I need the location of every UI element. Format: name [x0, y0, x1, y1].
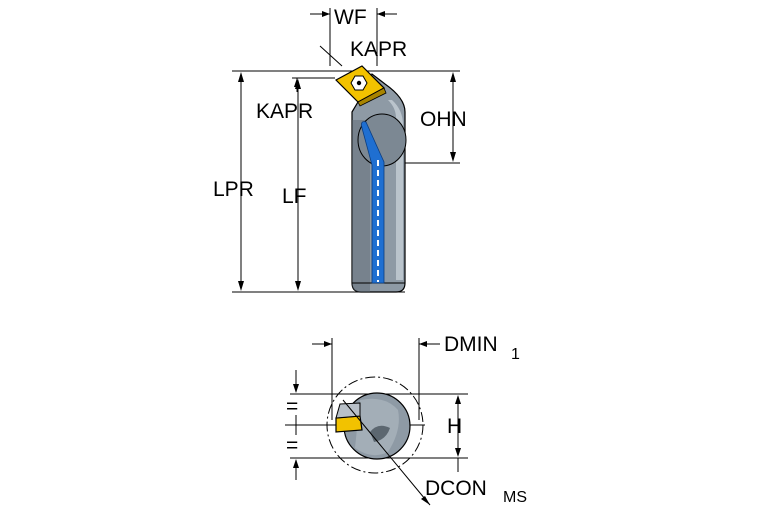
- lf-arrow-bottom: [295, 281, 301, 291]
- ohn-arrow-bottom: [450, 152, 456, 162]
- insert-seat-end-view: [335, 402, 361, 419]
- dmin-label: DMIN: [444, 333, 498, 356]
- wf-arrow-right: [377, 11, 385, 17]
- eq-upper-label: =: [286, 395, 298, 418]
- h-label: H: [447, 415, 462, 438]
- kapr-side-label: KAPR: [256, 100, 313, 123]
- kapr-top-label: KAPR: [350, 38, 407, 61]
- ohn-arrow-top: [450, 72, 456, 82]
- dcon-label: DCON: [425, 477, 487, 500]
- end-view: DMIN 1 H DCON MS = =: [285, 333, 527, 506]
- cutting-insert-edge: [357, 87, 387, 107]
- dmin-arrow-right: [419, 341, 427, 347]
- eq-lower-label: =: [286, 434, 298, 457]
- boring-bar-shading: [352, 120, 370, 292]
- kapr-side-arrow: [294, 78, 300, 87]
- dmin-arrow-left: [324, 341, 332, 347]
- lpr-label: LPR: [213, 178, 254, 201]
- ohn-label: OHN: [420, 108, 467, 131]
- h-arrow-bottom: [455, 448, 461, 457]
- lf-label: LF: [282, 185, 307, 208]
- dmin-subscript: 1: [511, 346, 520, 363]
- dcon-subscript: MS: [503, 489, 527, 506]
- wf-arrow-left: [322, 11, 330, 17]
- h-arrow-top: [455, 395, 461, 404]
- dcon-arrow: [421, 496, 430, 505]
- kapr-top-leader: [319, 45, 343, 67]
- wf-label: WF: [334, 6, 367, 29]
- eq-bottom-arrow: [293, 459, 299, 468]
- side-view: WF KAPR KAPR OHN LPR LF: [213, 6, 467, 293]
- lpr-arrow-top: [238, 72, 244, 82]
- lpr-arrow-bottom: [238, 281, 244, 291]
- dcon-leader: [342, 399, 431, 506]
- eq-top-arrow: [293, 384, 299, 393]
- insert-screw-center: [356, 80, 362, 86]
- min-bore-circle: [326, 376, 424, 474]
